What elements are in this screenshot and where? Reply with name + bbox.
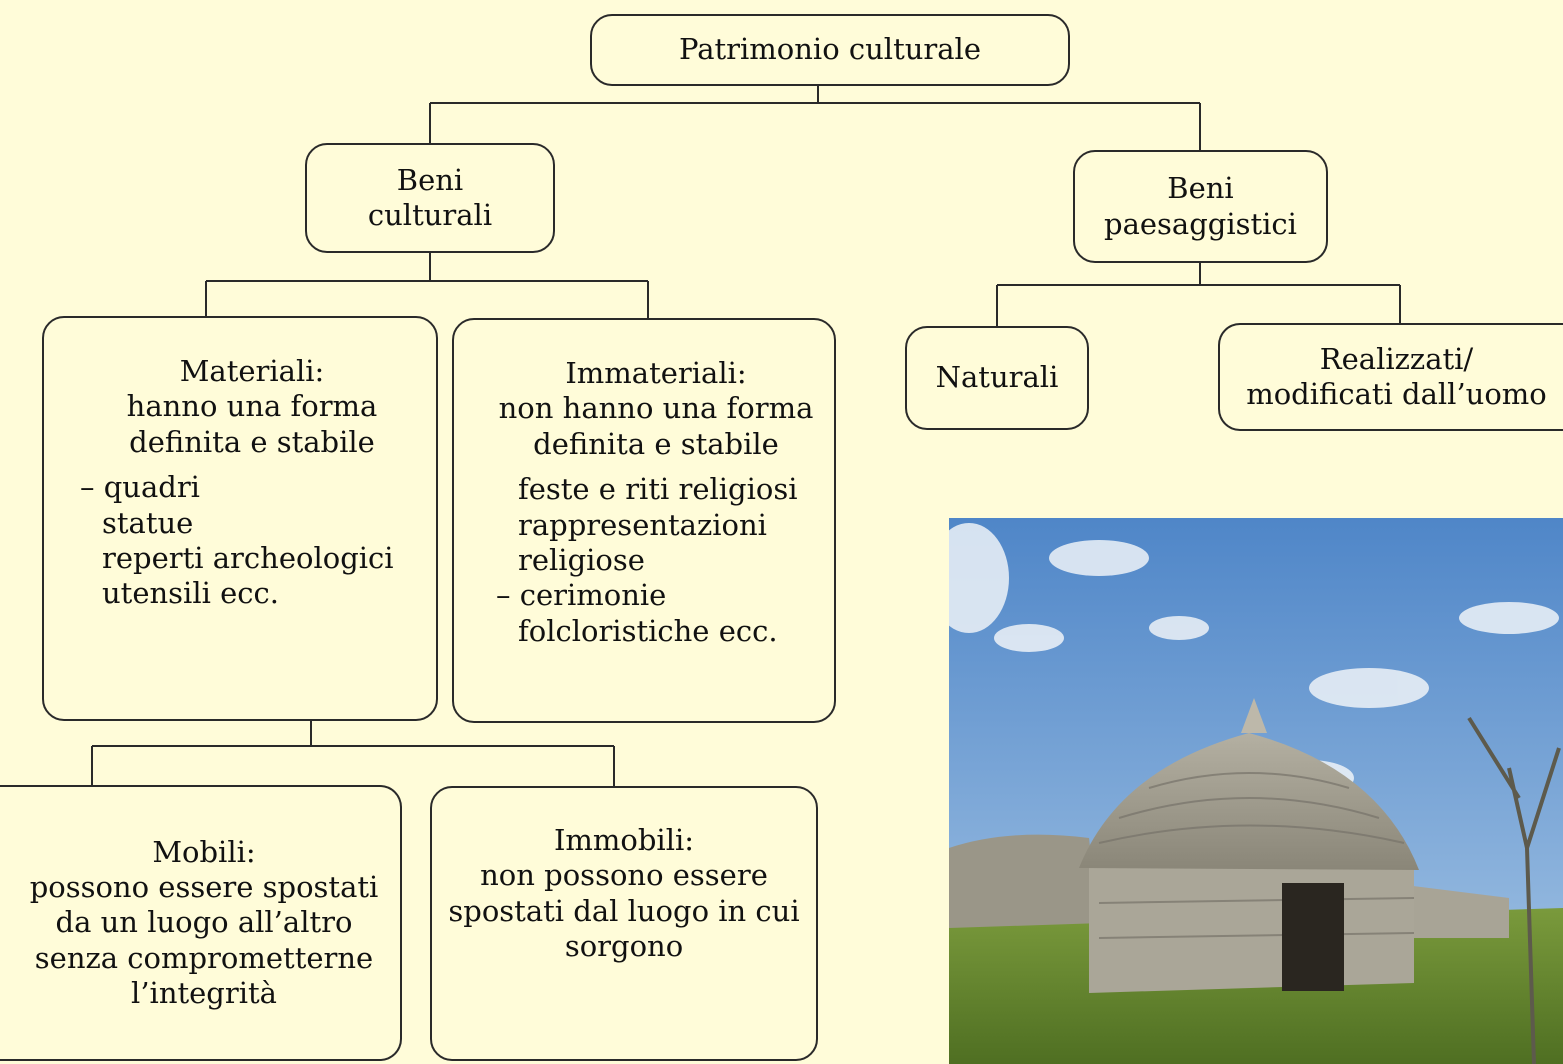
root-node: Patrimonio culturale xyxy=(590,14,1070,86)
list-item: rappresentazioni xyxy=(518,507,767,542)
immobili-node: Immobili: non possono essere spostati da… xyxy=(430,786,818,1061)
beni-paesaggistici-line2: paesaggistici xyxy=(1104,206,1297,241)
immobili-line: sorgono xyxy=(564,928,684,963)
mobili-line: l’integrità xyxy=(131,976,277,1011)
realizzati-node: Realizzati/ modificati dall’uomo xyxy=(1218,323,1563,431)
immobili-line: non possono essere xyxy=(480,858,768,893)
immateriali-title: Immateriali: xyxy=(565,356,747,390)
materiali-node: Materiali: hanno una forma definita e st… xyxy=(42,316,438,721)
root-label: Patrimonio culturale xyxy=(679,32,981,67)
immobili-line: spostati dal luogo in cui xyxy=(448,893,800,928)
list-item: feste e riti religiosi xyxy=(518,472,798,507)
materiali-desc2: definita e stabile xyxy=(129,424,375,459)
beni-culturali-line2: culturali xyxy=(367,198,493,232)
naturali-label: Naturali xyxy=(935,360,1059,395)
mobili-line: possono essere spostati xyxy=(29,869,379,904)
beni-culturali-line1: Beni xyxy=(396,162,464,197)
realizzati-line1: Realizzati/ xyxy=(1319,341,1474,376)
materiali-list: – quadri statue reperti archeologici ute… xyxy=(80,470,424,612)
list-item: utensili ecc. xyxy=(102,576,279,611)
materiali-desc1: hanno una forma xyxy=(126,389,378,424)
immateriali-desc1: non hanno una forma xyxy=(498,391,814,426)
immobili-title: Immobili: xyxy=(553,822,695,857)
beni-culturali-node: Beni culturali xyxy=(305,143,555,253)
list-item: reperti archeologici xyxy=(102,540,394,575)
mobili-title: Mobili: xyxy=(152,834,256,869)
realizzati-line2: modificati dall’uomo xyxy=(1246,377,1547,411)
list-item: folcloristiche ecc. xyxy=(518,613,778,648)
immateriali-list: feste e riti religiosi rappresentazioni … xyxy=(490,472,822,649)
list-item: religiose xyxy=(518,542,645,577)
mobili-line: da un luogo all’altro xyxy=(55,905,353,940)
list-item: – quadri xyxy=(80,470,200,505)
naturali-node: Naturali xyxy=(905,326,1089,430)
materiali-title: Materiali: xyxy=(179,354,325,388)
list-item: statue xyxy=(102,505,194,540)
list-item: – cerimonie xyxy=(496,578,667,613)
mobili-line: senza comprometterne xyxy=(34,940,374,975)
immateriali-desc2: definita e stabile xyxy=(533,426,779,461)
stone-hut-photo xyxy=(949,518,1563,1064)
immateriali-node: Immateriali: non hanno una forma definit… xyxy=(452,318,836,723)
beni-paesaggistici-node: Beni paesaggistici xyxy=(1073,150,1328,263)
mobili-node: Mobili: possono essere spostati da un lu… xyxy=(0,785,402,1061)
beni-paesaggistici-line1: Beni xyxy=(1167,171,1234,206)
stone-hut-illustration xyxy=(949,518,1563,1064)
